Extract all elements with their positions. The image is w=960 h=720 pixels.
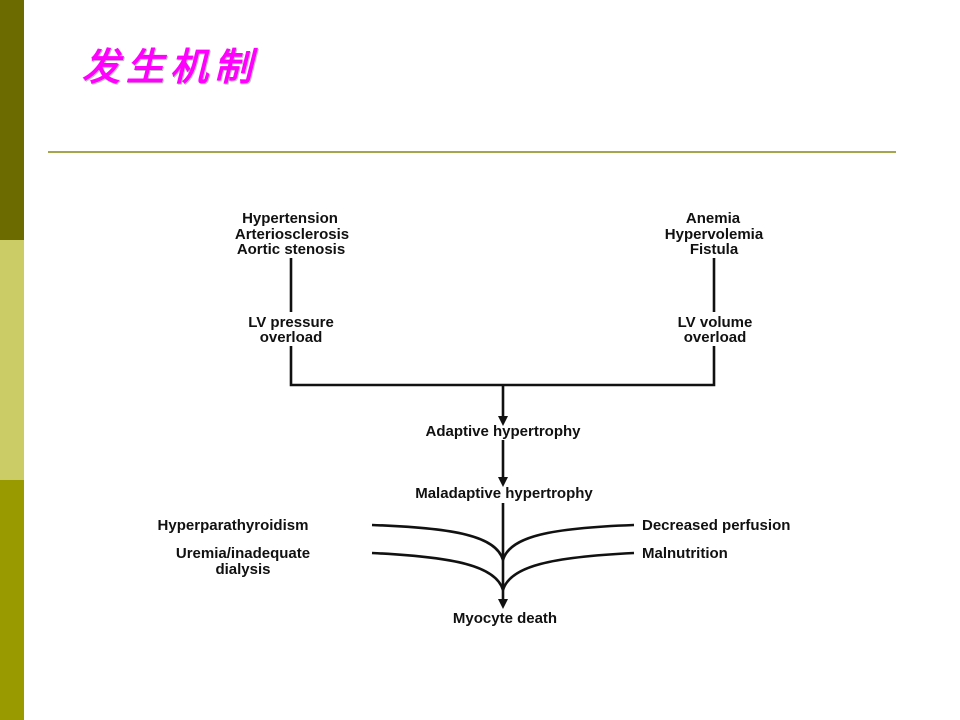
volume-overload-line-1: LV volume xyxy=(678,314,753,331)
slide-sidebar-bar xyxy=(0,0,24,720)
volume-cause-2: Hypervolemia xyxy=(665,226,764,243)
slide-title: 发生机制 xyxy=(82,44,259,89)
pressure-overload-line-1: LV pressure xyxy=(248,314,334,331)
right-factor-2-curve xyxy=(501,551,635,591)
right-factor-1-curve xyxy=(501,523,635,561)
pressure-overload-line-2: overload xyxy=(260,329,323,346)
right-factor-1-label: Decreased perfusion xyxy=(642,517,790,534)
pressure-cause-2: Arteriosclerosis xyxy=(235,226,349,243)
volume-cause-1: Anemia xyxy=(686,210,741,227)
adaptive-hypertrophy-label: Adaptive hypertrophy xyxy=(425,423,581,440)
left-factor-2-line-2: dialysis xyxy=(215,561,270,578)
pressure-cause-1: Hypertension xyxy=(242,210,338,227)
volume-overload-line-2: overload xyxy=(684,329,747,346)
myocyte-death-label: Myocyte death xyxy=(453,610,557,627)
pressure-cause-3: Aortic stenosis xyxy=(237,241,345,258)
volume-cause-3: Fistula xyxy=(690,241,739,258)
sidebar-segment-bottom xyxy=(0,480,24,720)
left-factor-1-curve xyxy=(371,523,505,561)
title-divider xyxy=(48,151,896,153)
sidebar-segment-top xyxy=(0,0,24,240)
overload-merge-connector xyxy=(289,346,716,387)
left-factor-2-line-1: Uremia/inadequate xyxy=(176,545,310,562)
right-factor-2-label: Malnutrition xyxy=(642,545,728,562)
maladaptive-hypertrophy-label: Maladaptive hypertrophy xyxy=(415,485,593,502)
left-factor-2-curve xyxy=(371,551,505,591)
left-factor-1-label: Hyperparathyroidism xyxy=(158,517,309,534)
sidebar-segment-middle xyxy=(0,240,24,480)
